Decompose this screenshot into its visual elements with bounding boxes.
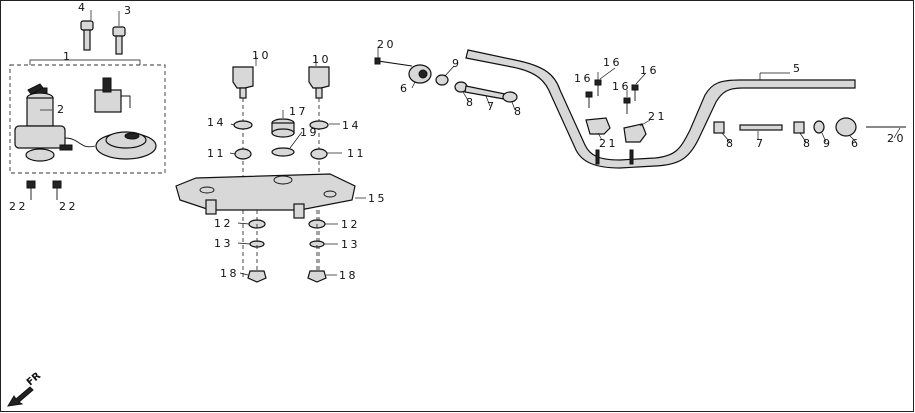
callout-label: 2	[57, 103, 67, 116]
rubber-8-left-b	[502, 91, 518, 103]
bolt-4	[80, 20, 94, 51]
lower-holder-21-b	[623, 123, 647, 143]
lock-set-outline	[9, 64, 166, 174]
washer-14-right	[309, 120, 329, 130]
callout-label: 14	[342, 119, 361, 132]
callout-labels: 4 3 1 2 22 22 10 10 14 14 17 19 11 11 15…	[9, 1, 906, 282]
washer-19	[271, 147, 295, 157]
fuel-cap	[95, 131, 157, 160]
callout-label: 8	[803, 137, 813, 150]
bolt-16-a	[585, 91, 593, 108]
callout-label: 3	[124, 4, 134, 17]
bolt-16-b	[594, 79, 602, 96]
front-direction-arrow: FR	[7, 370, 43, 407]
callout-label: 12	[214, 217, 233, 230]
callout-label: 8	[726, 137, 736, 150]
callout-label: 21	[599, 137, 618, 150]
ignition-key	[27, 83, 44, 95]
callout-label: 11	[207, 147, 226, 160]
callout-label: 11	[347, 147, 366, 160]
callout-label: 18	[339, 269, 358, 282]
direction-label: FR	[25, 370, 43, 388]
callout-label: 6	[851, 137, 861, 150]
callout-label: 16	[640, 64, 659, 77]
pin-20-left	[377, 60, 413, 67]
callout-label: 15	[368, 192, 387, 205]
nut-11-left	[234, 148, 252, 160]
callout-label: 1	[63, 50, 73, 63]
bolt-22-left	[26, 180, 36, 200]
bolt-16-d	[631, 84, 639, 101]
callout-label: 20	[377, 38, 396, 51]
callout-label: 16	[612, 80, 631, 93]
arrow-icon	[7, 386, 34, 407]
callout-label: 16	[574, 72, 593, 85]
callout-label: 22	[59, 200, 78, 213]
callout-label: 10	[312, 53, 331, 66]
shaft-7-right	[739, 124, 783, 131]
bolt-22-right	[52, 180, 62, 200]
callout-label: 9	[452, 57, 462, 70]
callout-label: 10	[252, 49, 271, 62]
callout-label: 13	[341, 238, 360, 251]
nut-11-right	[310, 148, 328, 160]
washer-14-left	[233, 120, 253, 130]
callout-label: 5	[793, 62, 803, 75]
callout-label: 17	[289, 105, 308, 118]
stem-nut-17	[271, 118, 295, 138]
callout-label: 19	[300, 126, 319, 139]
bar-end-weight-6-right	[835, 117, 857, 137]
bolt-16-c	[623, 97, 631, 114]
lock-set-group	[9, 59, 166, 174]
handlebar-5	[465, 49, 856, 169]
collar-9-left	[435, 74, 449, 86]
callout-label: 4	[78, 1, 88, 14]
callout-label: 20	[887, 132, 906, 145]
callout-label: 22	[9, 200, 28, 213]
upper-holder-right	[308, 66, 330, 99]
nut-18-right	[307, 270, 327, 283]
callout-label: 14	[207, 116, 226, 129]
bar-end-weight-6-left	[408, 64, 432, 84]
callout-label: 8	[514, 105, 524, 118]
collar-9-right	[813, 120, 825, 134]
rubber-8-right-b	[793, 121, 805, 134]
top-bridge-15	[175, 173, 356, 219]
lower-holder-21-a	[585, 117, 611, 135]
callout-label: 8	[466, 96, 476, 109]
callout-label: 13	[214, 237, 233, 250]
seat-lock	[94, 77, 131, 113]
upper-holder-left	[232, 66, 254, 99]
nut-18-left	[247, 270, 267, 283]
rubber-8-right-a	[713, 121, 725, 134]
callout-label: 7	[487, 100, 497, 113]
leader-lines	[40, 10, 901, 276]
callout-label: 6	[400, 82, 410, 95]
callout-label: 9	[823, 137, 833, 150]
callout-label: 7	[756, 137, 766, 150]
bolt-3	[112, 26, 126, 55]
callout-label: 18	[220, 267, 239, 280]
callout-label: 12	[341, 218, 360, 231]
callout-label: 21	[648, 110, 667, 123]
ignition-switch	[14, 87, 96, 162]
callout-label: 16	[603, 56, 622, 69]
